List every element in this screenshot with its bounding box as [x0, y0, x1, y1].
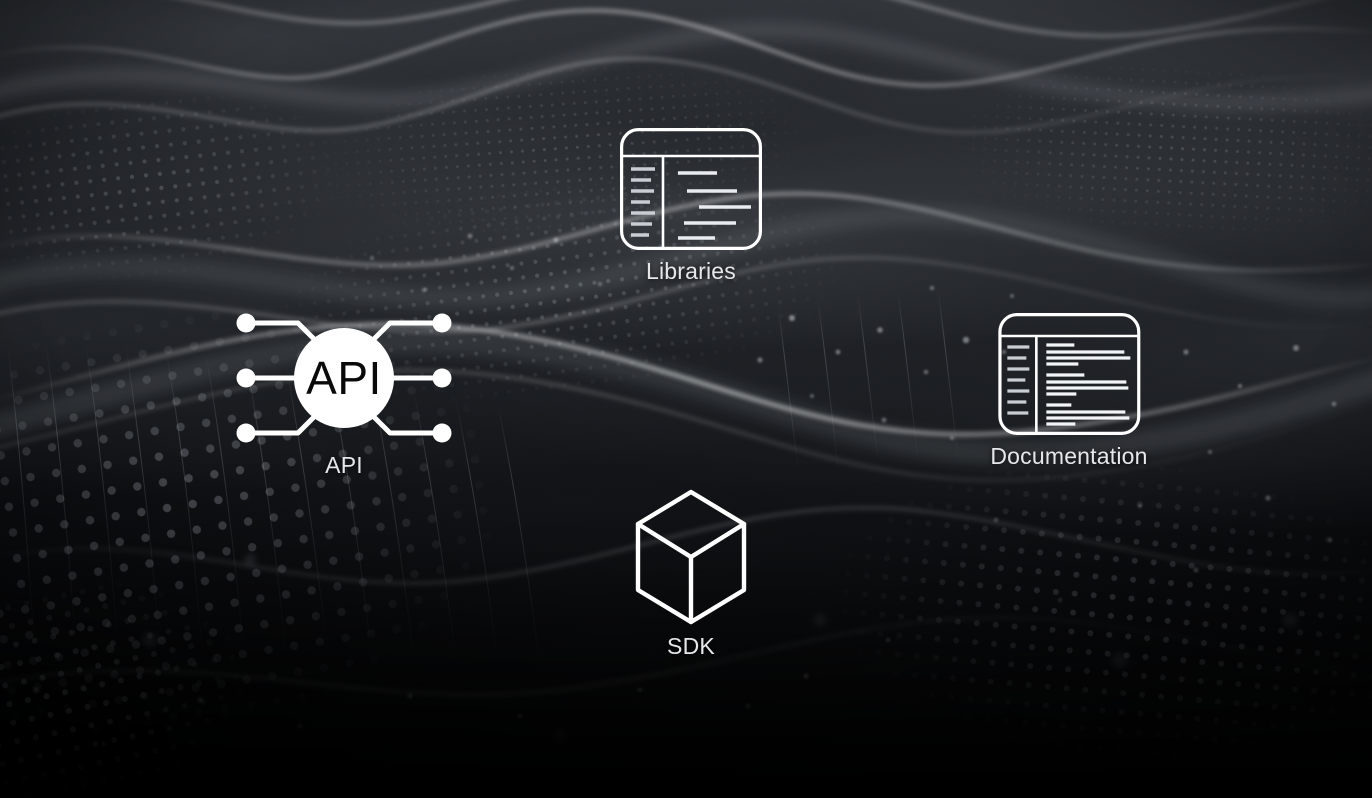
libraries-window-icon[interactable] [620, 128, 763, 251]
resource-label-sdk: SDK [667, 633, 715, 659]
resource-label-api: API [325, 452, 363, 478]
resource-item-libraries[interactable]: Libraries [620, 128, 763, 284]
resource-item-api[interactable]: API API [236, 312, 452, 477]
documentation-window-icon[interactable] [998, 313, 1141, 436]
resource-label-libraries: Libraries [645, 258, 736, 284]
resource-item-sdk[interactable]: SDK [634, 489, 748, 658]
resource-item-documentation[interactable]: Documentation [990, 313, 1147, 468]
api-hub-icon[interactable]: API [236, 312, 452, 444]
api-wordmark: API [306, 352, 382, 404]
sdk-cube-icon[interactable] [634, 489, 748, 625]
resource-label-documentation: Documentation [990, 443, 1148, 469]
